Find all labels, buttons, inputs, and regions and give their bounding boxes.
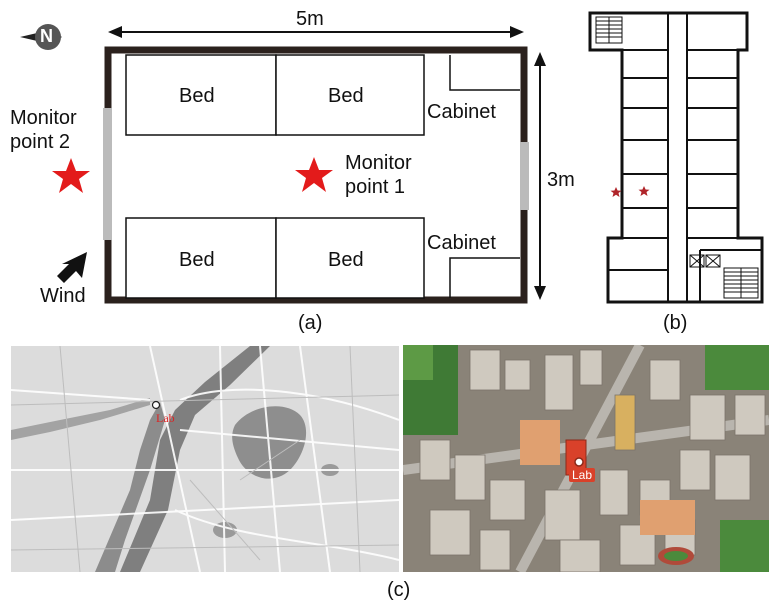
wind-label: Wind [40,285,86,307]
map-lab-pin-icon [151,400,161,410]
floor-plan-star-1 [610,187,622,197]
map-lab-label: Lab [156,411,175,425]
north-arrow-icon [20,24,62,50]
cabinet-bottom-shape [449,257,520,298]
floor-plan-star-2 [638,186,650,196]
bed-top-left [125,54,277,136]
elevator-icon [689,254,721,268]
monitor-point-1-label: Monitor point 1 [345,152,412,198]
width-dimension-label: 5m [296,8,324,30]
caption-b: (b) [663,312,688,334]
monitor-point-2-star [52,158,90,193]
bed-label-top-left: Bed [179,85,215,107]
window-left [103,108,112,240]
staircase-top-icon [595,16,623,44]
bed-label-bottom-right: Bed [328,249,364,271]
cabinet-label-top: Cabinet [427,101,496,123]
monitor-point-2-label: Monitor point 2 [10,107,77,153]
aerial-lab-label: Lab [569,468,596,482]
caption-c: (c) [387,579,411,601]
height-dimension-arrow [534,52,546,300]
cabinet-top-shape [449,55,520,91]
bed-label-top-right: Bed [328,85,364,107]
bed-bottom-right [275,217,425,299]
window-right [520,142,529,210]
bed-label-bottom-left: Bed [179,249,215,271]
monitor-point-1-star [295,157,333,192]
staircase-bottom-icon [723,267,759,299]
bed-top-right [275,54,425,136]
width-dimension-arrow [108,26,524,38]
cabinet-label-bottom: Cabinet [427,232,496,254]
height-dimension-label: 3m [547,169,575,191]
caption-a: (a) [298,312,323,334]
north-label: N [40,26,53,46]
wind-arrow-icon [57,252,87,283]
aerial-lab-pin-icon [574,457,584,467]
